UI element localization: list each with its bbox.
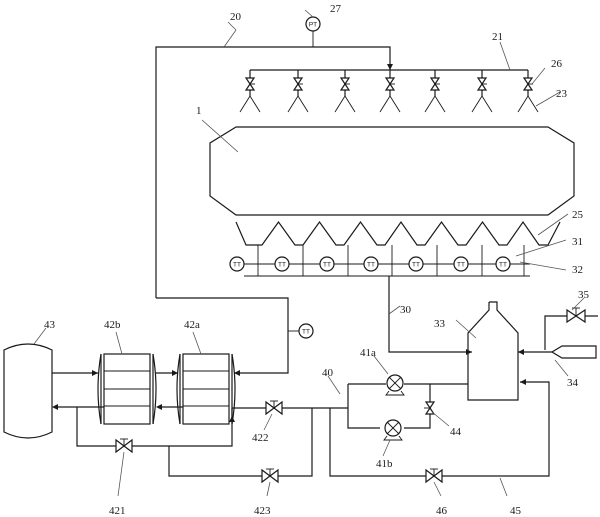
heat-exchanger-42b xyxy=(97,353,157,425)
valve-421 xyxy=(115,438,133,454)
spray-nozzles xyxy=(239,70,539,113)
tank-43 xyxy=(3,343,53,439)
spray-nozzle xyxy=(379,70,401,113)
separator-33 xyxy=(467,301,519,401)
exchanger-piping xyxy=(52,297,313,477)
temperature-sensor: TT xyxy=(274,245,304,276)
tt-label: TT xyxy=(367,262,375,269)
label-45: 45 xyxy=(510,505,522,517)
temperature-sensor: TT xyxy=(408,245,438,276)
temperature-sensor: TT xyxy=(229,245,259,276)
tt-label: TT xyxy=(278,262,286,269)
label-33: 33 xyxy=(434,318,446,330)
label-421: 421 xyxy=(109,505,126,517)
label-43: 43 xyxy=(44,319,56,331)
label-41a: 41a xyxy=(360,347,376,359)
unit-34 xyxy=(518,345,597,359)
label-1: 1 xyxy=(196,105,202,117)
label-23: 23 xyxy=(556,88,568,100)
temperature-sensor-row: TT TT TT TT TT TT TT xyxy=(229,245,530,277)
temperature-sensor: TT xyxy=(363,245,393,276)
spray-nozzle xyxy=(424,70,446,113)
label-41b: 41b xyxy=(376,458,393,470)
spray-nozzle xyxy=(471,70,493,113)
feed-line-35 xyxy=(544,307,598,350)
valve-423 xyxy=(261,468,279,484)
pipe-20 xyxy=(155,46,393,298)
label-35: 35 xyxy=(578,289,590,301)
label-42a: 42a xyxy=(184,319,200,331)
pt-label: PT xyxy=(309,22,317,29)
leader-lines xyxy=(33,9,585,497)
label-25: 25 xyxy=(572,209,584,221)
tt-label: TT xyxy=(412,262,420,269)
spray-nozzle xyxy=(287,70,309,113)
label-422: 422 xyxy=(252,432,269,444)
valve-44 xyxy=(424,401,436,415)
spray-nozzle xyxy=(239,70,261,113)
label-32: 32 xyxy=(572,264,583,276)
label-26: 26 xyxy=(551,58,563,70)
label-21: 21 xyxy=(492,31,503,43)
label-34: 34 xyxy=(567,377,579,389)
pipe-40 xyxy=(232,383,468,429)
pump-41a xyxy=(385,374,405,396)
label-44: 44 xyxy=(450,426,462,438)
reference-labels: 1 20 27 21 26 23 25 31 32 30 33 35 34 40… xyxy=(44,3,590,517)
hoppers-25 xyxy=(235,220,561,246)
vessel-1 xyxy=(209,126,575,216)
label-42b: 42b xyxy=(104,319,121,331)
tt-label: TT xyxy=(457,262,465,269)
label-40: 40 xyxy=(322,367,334,379)
label-20: 20 xyxy=(230,11,242,23)
heat-exchanger-42a xyxy=(176,353,236,425)
temperature-sensor: TT xyxy=(495,245,525,276)
valve-422 xyxy=(265,400,283,416)
spray-nozzle xyxy=(334,70,356,113)
label-423: 423 xyxy=(254,505,271,517)
spray-nozzle xyxy=(517,70,539,113)
pressure-transmitter-27: PT xyxy=(305,16,321,47)
label-31: 31 xyxy=(572,236,583,248)
tt-label-line-20: TT xyxy=(302,329,310,336)
tt-label: TT xyxy=(323,262,331,269)
pipe-45 xyxy=(329,379,550,477)
label-30: 30 xyxy=(400,304,412,316)
label-46: 46 xyxy=(436,505,448,517)
label-27: 27 xyxy=(330,3,342,15)
valve-46 xyxy=(425,468,443,484)
temperature-sensor: TT xyxy=(453,245,483,276)
pump-41b xyxy=(383,419,403,441)
tt-label: TT xyxy=(499,262,507,269)
temperature-transmitter-line-20: TT xyxy=(298,323,314,339)
tt-label: TT xyxy=(233,262,241,269)
temperature-sensor: TT xyxy=(319,245,349,276)
